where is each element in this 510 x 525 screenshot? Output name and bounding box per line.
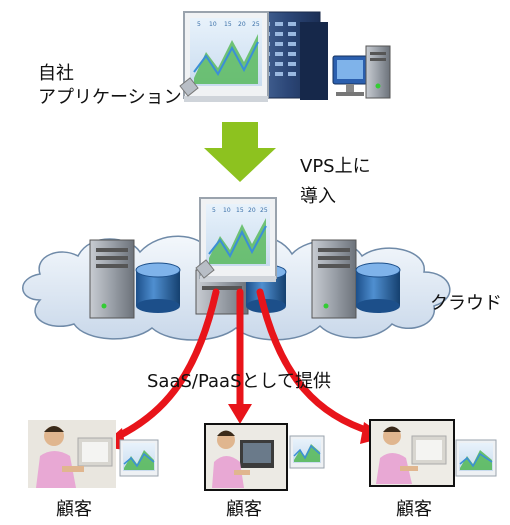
cloud-label: クラウド [430,293,502,314]
vps-app-screen-icon: 5 10 15 20 25 [195,197,277,282]
axis-tick-label: 5 [197,21,201,28]
customer-photo-3 [369,419,455,487]
app-chart-screen-icon: 5 10 15 20 25 [179,11,269,102]
axis-tick-label: 15 [236,207,244,214]
customer-photo-1 [28,420,116,488]
database-icon [355,262,401,313]
axis-tick-label: 20 [238,21,246,28]
arrowhead-center-icon [228,404,252,424]
database-icon [135,262,181,313]
axis-tick-label: 25 [252,21,260,28]
vps-install-label: VPS上に 導入 [300,156,371,207]
cloud-server-icon [311,239,357,319]
customer-app-icon-1 [119,439,159,477]
axis-tick-label: 5 [212,207,216,214]
customer-label-3: 顧客 [396,499,432,520]
axis-tick-label: 10 [223,207,231,214]
customer-app-icon-2 [289,435,325,469]
cloud-server-icon [89,239,135,319]
delivery-arrow-right [256,288,376,436]
customer-label-1: 顧客 [56,499,92,520]
download-arrow-icon [204,122,276,182]
delivery-arrows [106,288,376,444]
saas-paas-label: SaaS/PaaSとして提供 [147,371,331,392]
customer-label-2: 顧客 [226,499,262,520]
axis-tick-label: 15 [224,21,232,28]
delivery-arrow-left [106,288,220,444]
own-application-label: 自社 アプリケーション [38,63,182,108]
customer-photo-2 [204,423,288,491]
customer-app-icon-3 [455,439,497,477]
axis-tick-label: 10 [209,21,217,28]
axis-tick-label: 20 [248,207,256,214]
desktop-computer-icon [332,45,391,99]
axis-tick-label: 25 [260,207,268,214]
